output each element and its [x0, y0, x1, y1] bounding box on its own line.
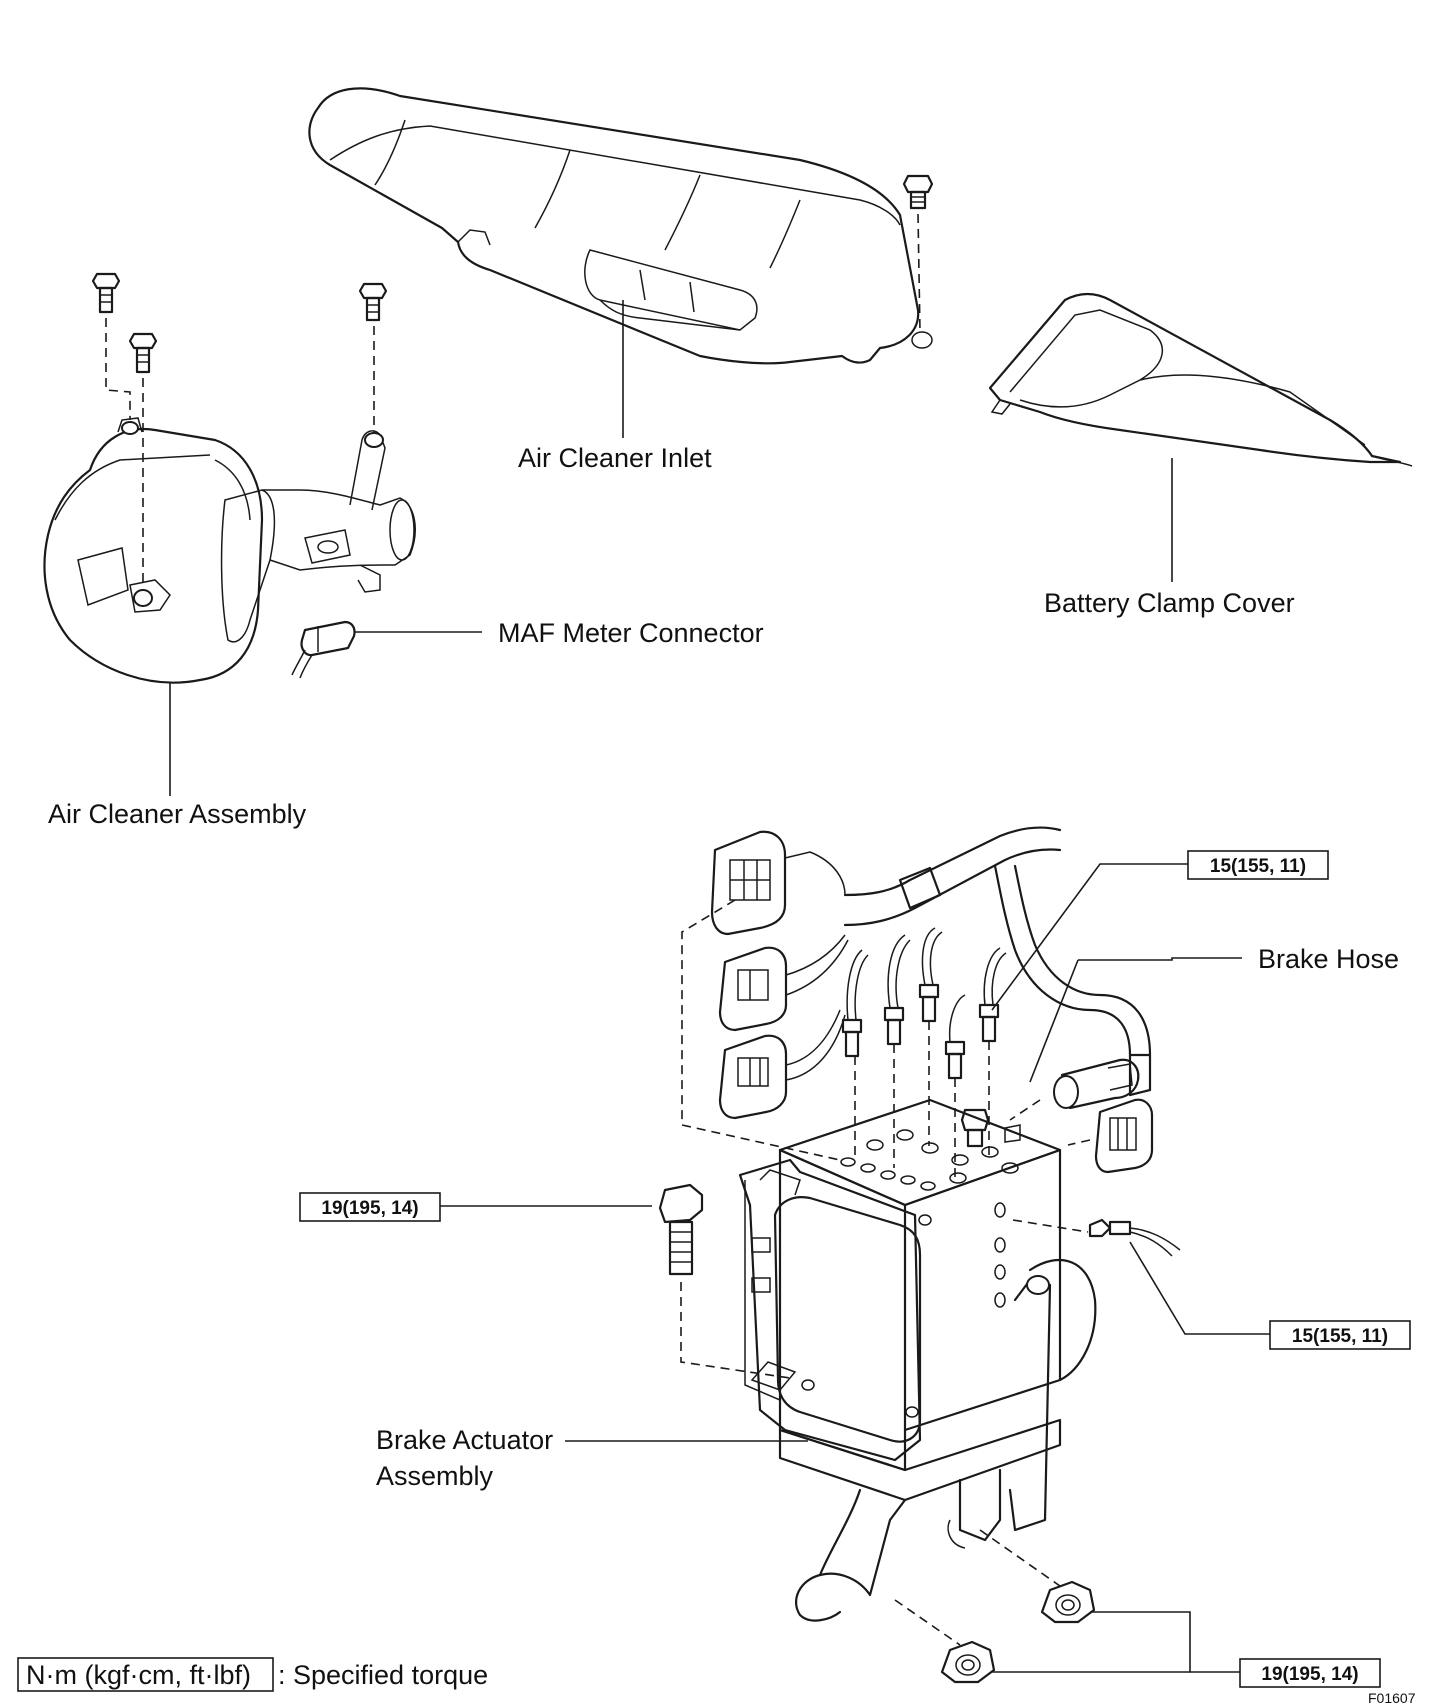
label-maf-meter-connector: MAF Meter Connector [498, 618, 764, 648]
air-cleaner-bolt-middle [128, 332, 158, 374]
torque-box-left: 19(195, 14) [299, 1192, 441, 1222]
leader-torque-bottom [1090, 1611, 1240, 1673]
wiring-harness [785, 826, 1152, 1097]
nut-lower [940, 1640, 996, 1684]
svg-text:19(195, 14): 19(195, 14) [1261, 1664, 1358, 1685]
legend-text: : Specified torque [278, 1660, 488, 1690]
label-brake-hose: Brake Hose [1258, 944, 1399, 974]
label-brake-actuator-line1: Brake Actuator [376, 1425, 553, 1455]
nut-upper [1040, 1580, 1096, 1624]
torque-box-lower-right: 15(155, 11) [1269, 1320, 1411, 1350]
brake-pipe-fittings [841, 927, 1021, 1148]
label-air-cleaner-assembly: Air Cleaner Assembly [48, 799, 307, 829]
actuator-connector-1 [710, 830, 846, 936]
torque-box-top-right: 15(155, 11) [1187, 850, 1329, 880]
air-cleaner-bolt-left [91, 272, 121, 314]
leader-brake-hose [1078, 957, 1242, 961]
torque-legend: N·m (kgf·cm, ft·lbf) : Specified torque [17, 1657, 488, 1692]
brake-hose-part [1053, 1058, 1140, 1110]
legend-unit: N·m (kgf·cm, ft·lbf) [26, 1660, 251, 1690]
torque-box-bottom: 19(195, 14) [1239, 1658, 1381, 1688]
air-cleaner-assembly-part [43, 417, 416, 684]
inlet-bolt [902, 174, 934, 333]
battery-clamp-cover-part [988, 292, 1413, 467]
svg-text:15(155, 11): 15(155, 11) [1292, 1326, 1388, 1347]
figure-code: F01607 [1368, 1690, 1416, 1706]
label-brake-actuator-line2: Assembly [376, 1461, 494, 1491]
actuator-connector-2 [718, 946, 788, 1032]
leader-torque-lower-right [1129, 1241, 1270, 1335]
leader-torque-top-right [991, 863, 1188, 1011]
maf-connector-part [291, 620, 356, 679]
side-brake-fitting [1088, 1218, 1181, 1257]
actuator-connector-3 [718, 1034, 788, 1120]
svg-text:19(195, 14): 19(195, 14) [321, 1198, 418, 1219]
brake-actuator-part [738, 1098, 1097, 1622]
actuator-bolt [658, 1183, 704, 1276]
air-cleaner-bolt-right [358, 282, 388, 322]
actuator-connector-right [1094, 1098, 1154, 1174]
label-battery-clamp-cover: Battery Clamp Cover [1044, 588, 1295, 618]
label-air-cleaner-inlet: Air Cleaner Inlet [518, 443, 712, 473]
svg-text:15(155, 11): 15(155, 11) [1210, 856, 1306, 877]
air-cleaner-inlet-part [308, 87, 933, 365]
